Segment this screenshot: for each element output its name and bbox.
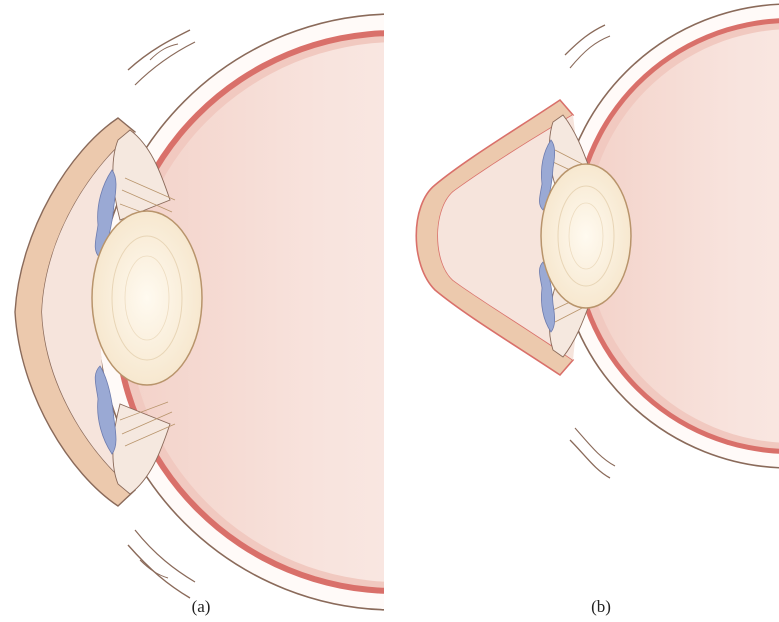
- eye-cross-section-b: [395, 0, 779, 622]
- lens-a: [92, 211, 202, 385]
- panel-b: (b): [395, 0, 779, 622]
- lower-eyelid-fold: [128, 545, 190, 598]
- caption-a: (a): [181, 597, 221, 617]
- caption-b: (b): [581, 597, 621, 617]
- panel-a: (a): [0, 0, 390, 622]
- eye-cross-section-a: [0, 0, 390, 622]
- upper-eyelid-fold-b: [565, 25, 605, 55]
